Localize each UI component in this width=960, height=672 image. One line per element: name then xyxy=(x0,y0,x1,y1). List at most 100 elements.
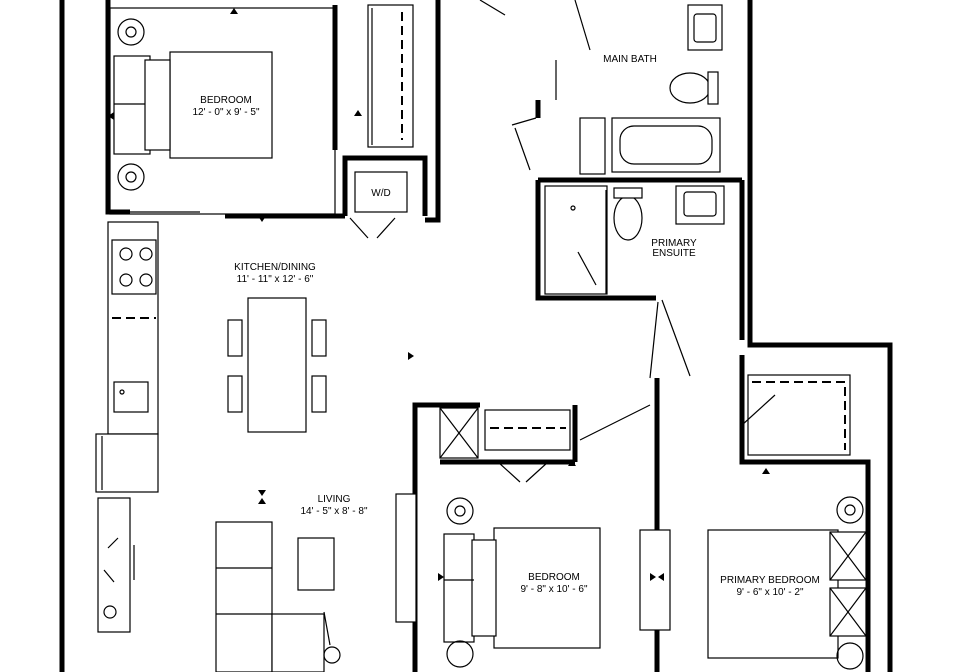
primary-closet-wall xyxy=(739,355,871,672)
window-marker xyxy=(230,8,238,14)
nightstand-lamp-icon xyxy=(117,18,145,46)
burner-icon xyxy=(139,273,153,287)
top-bedroom-south-wall xyxy=(105,0,130,215)
primary-bedroom-dims: 9' - 6" x 10' - 2" xyxy=(736,587,804,598)
sectional-sofa xyxy=(215,521,273,672)
marker xyxy=(258,490,266,496)
laundry: W/D xyxy=(349,171,408,239)
ensuite-label-line1: PRIMARY xyxy=(651,238,697,249)
lamp-inner xyxy=(125,171,137,183)
top-headboard xyxy=(113,55,151,155)
north-east-exterior-wall xyxy=(747,0,893,672)
mid-bedroom-wardrobe xyxy=(395,493,417,623)
middle-bedroom: BEDROOM 9' - 8" x 10' - 6" xyxy=(395,404,651,668)
dining-chair xyxy=(227,375,243,413)
primary-closet-door[interactable] xyxy=(741,394,776,426)
laundry-wall xyxy=(342,155,428,216)
marker xyxy=(258,498,266,504)
coffee-table xyxy=(297,537,335,591)
top-bed xyxy=(169,51,273,159)
primary-closet-rod xyxy=(752,381,846,450)
primary-wardrobe xyxy=(639,529,671,631)
faucet-icon xyxy=(119,389,125,395)
living-dims: 14' - 5" x 8' - 8" xyxy=(300,506,368,517)
ensuite-toilet-icon xyxy=(613,195,643,241)
ensuite-door-swing[interactable] xyxy=(649,299,691,379)
washer-dryer xyxy=(354,171,408,213)
lamp-inner xyxy=(125,26,137,38)
linen-closet xyxy=(579,117,606,175)
window-marker xyxy=(108,112,114,120)
window-marker xyxy=(354,110,362,116)
top-bed-pillows xyxy=(144,59,171,151)
nightstand-lamp-icon xyxy=(117,163,145,191)
tv-icon xyxy=(103,537,119,583)
ensuite-label-line2: ENSUITE xyxy=(652,248,696,259)
lamp-inner xyxy=(454,505,466,517)
sofa-chaise xyxy=(271,613,325,672)
marker-arrow xyxy=(408,352,414,360)
burner-icon xyxy=(139,247,153,261)
nightstand-lamp-icon xyxy=(446,640,474,668)
laundry-bifold-door[interactable] xyxy=(349,217,396,239)
shower-door[interactable] xyxy=(577,251,597,286)
marker xyxy=(438,573,444,581)
nightstand-lamp-icon xyxy=(836,642,864,670)
mid-headboard xyxy=(443,533,475,643)
toilet-tank-icon xyxy=(707,71,719,105)
nightstand-lamp-icon xyxy=(446,497,474,525)
top-bedroom-outline xyxy=(109,7,336,215)
mid-bedroom-name: BEDROOM xyxy=(528,572,580,583)
kitchen-sink-icon xyxy=(113,381,149,413)
refrigerator-icon xyxy=(95,433,159,493)
marker xyxy=(650,573,656,581)
ensuite-shower xyxy=(544,185,608,295)
burner-icon xyxy=(119,247,133,261)
main-bath: MAIN BATH xyxy=(479,0,723,175)
mid-bedroom-door-swing[interactable] xyxy=(579,404,651,441)
pillow-x xyxy=(829,531,867,581)
top-bedroom-dims: 12' - 0" x 9' - 5" xyxy=(192,107,260,118)
sink-icon xyxy=(693,13,717,43)
bath-door-swing[interactable] xyxy=(574,0,591,51)
side-lamp-icon xyxy=(323,646,341,664)
living: LIVING 14' - 5" x 8' - 8" xyxy=(97,490,368,672)
mid-bed xyxy=(493,527,601,649)
primary-ensuite: PRIMARY ENSUITE xyxy=(544,185,725,379)
top-closet[interactable] xyxy=(367,4,414,148)
marker xyxy=(762,468,770,474)
dining-chair xyxy=(311,319,327,357)
ensuite-wall xyxy=(535,180,656,301)
top-bedroom-east-wall xyxy=(425,0,441,223)
entry-door-swing[interactable] xyxy=(479,0,506,16)
laundry-label: W/D xyxy=(371,188,390,199)
bathtub-inner xyxy=(619,125,713,165)
main-bath-vanity xyxy=(687,4,723,51)
door-marker xyxy=(258,216,266,222)
lamp-inner xyxy=(844,504,856,516)
mid-bed-pillows xyxy=(471,539,497,637)
bath-hall-door[interactable] xyxy=(511,117,537,171)
primary-bedroom: PRIMARY BEDROOM 9' - 6" x 10' - 2" xyxy=(639,374,867,670)
primary-closet[interactable] xyxy=(747,374,851,456)
living-name: LIVING xyxy=(318,494,351,505)
cooktop-icon xyxy=(111,239,157,295)
media-unit xyxy=(97,497,131,633)
primary-bedroom-name: PRIMARY BEDROOM xyxy=(720,575,820,586)
hvac-x xyxy=(439,407,479,459)
marker xyxy=(568,460,576,466)
kitchen-name: KITCHEN/DINING xyxy=(234,262,316,273)
pillow-x xyxy=(829,587,867,637)
kitchen-dining: KITCHEN/DINING 11' - 11" x 12' - 6" xyxy=(95,221,414,493)
mid-closet[interactable] xyxy=(484,409,571,451)
mid-bedroom-dims: 9' - 8" x 10' - 6" xyxy=(520,584,588,595)
toilet-bowl-icon xyxy=(669,72,711,104)
nightstand-lamp-icon xyxy=(836,496,864,524)
dining-chair xyxy=(227,319,243,357)
ensuite-toilet-tank xyxy=(613,187,643,199)
top-bedroom: BEDROOM 12' - 0" x 9' - 5" xyxy=(108,4,414,222)
dining-table xyxy=(247,297,307,433)
mid-closet-door[interactable] xyxy=(497,461,549,483)
burner-icon xyxy=(119,273,133,287)
